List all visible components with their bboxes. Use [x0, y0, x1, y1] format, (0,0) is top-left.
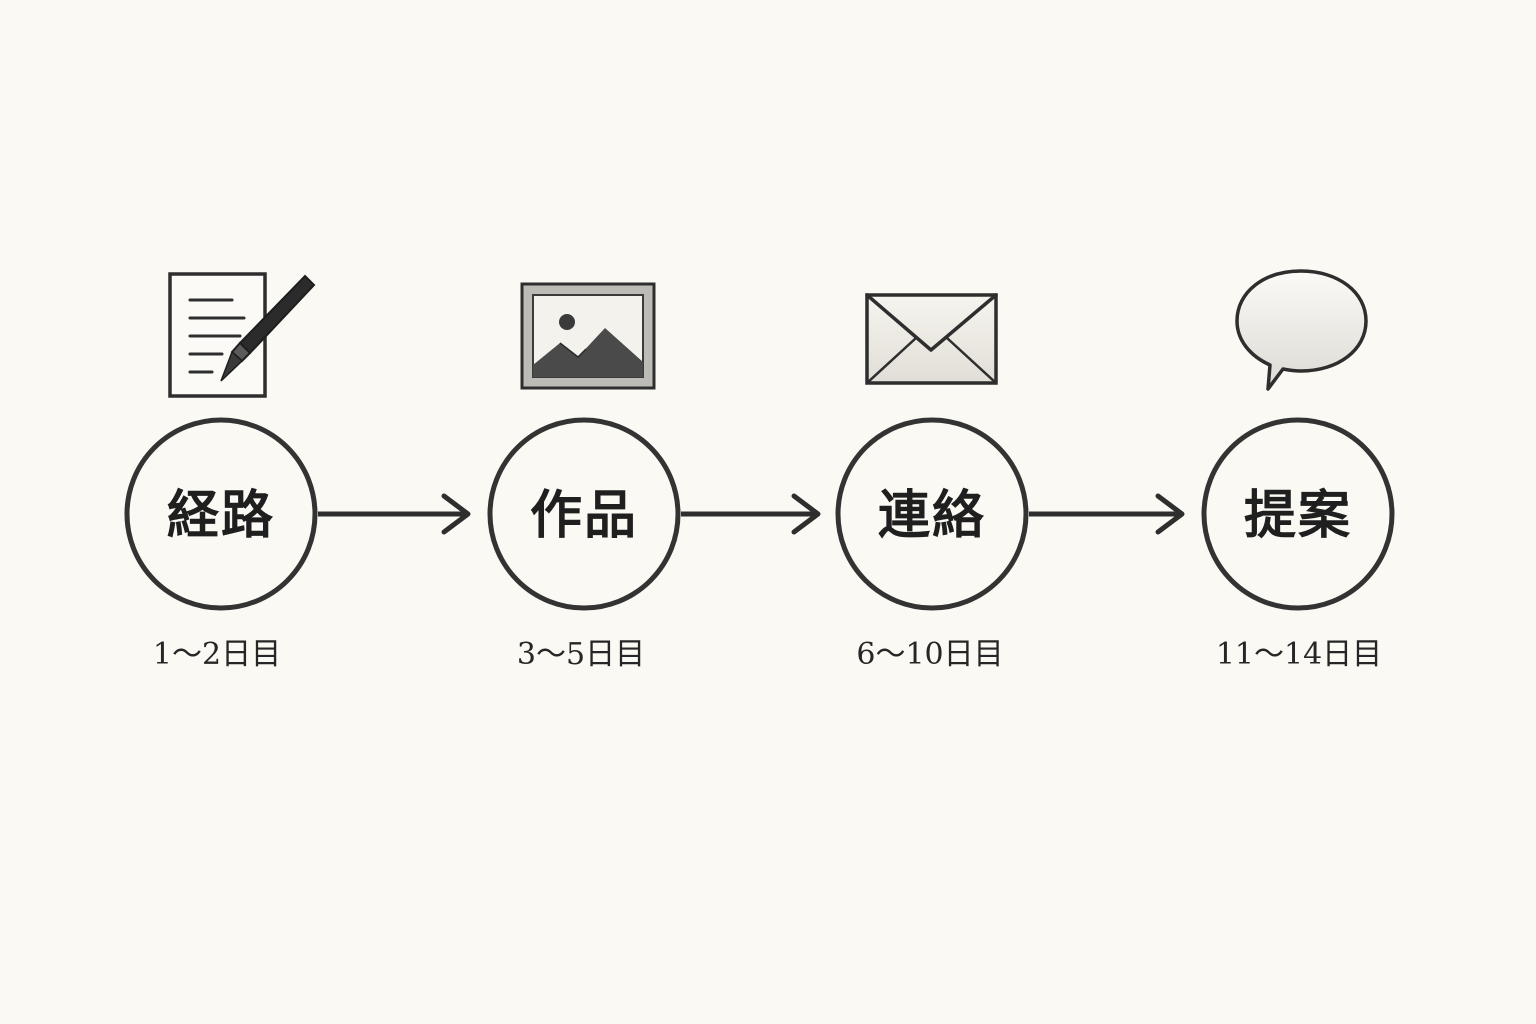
step-circle [124, 417, 318, 611]
step-circle [487, 417, 681, 611]
step-title: 連絡 [878, 485, 986, 546]
step-period: 1～2日目 [153, 637, 281, 672]
envelope-icon [865, 293, 998, 385]
step-period: 11～14日目 [1216, 637, 1382, 672]
step-title: 提案 [1244, 485, 1352, 546]
document-pen-icon [168, 272, 316, 398]
step-circle [1201, 417, 1395, 611]
flow-arrow [1029, 493, 1185, 535]
speech-bubble-icon [1235, 269, 1368, 391]
flow-arrow [681, 493, 821, 535]
step-title: 経路 [167, 485, 275, 546]
framed-picture-icon [520, 282, 656, 390]
step-period: 3～5日目 [517, 637, 645, 672]
step-title: 作品 [530, 485, 638, 546]
flow-arrow [318, 493, 471, 535]
step-period: 6～10日目 [856, 637, 1003, 672]
step-circle [835, 417, 1029, 611]
